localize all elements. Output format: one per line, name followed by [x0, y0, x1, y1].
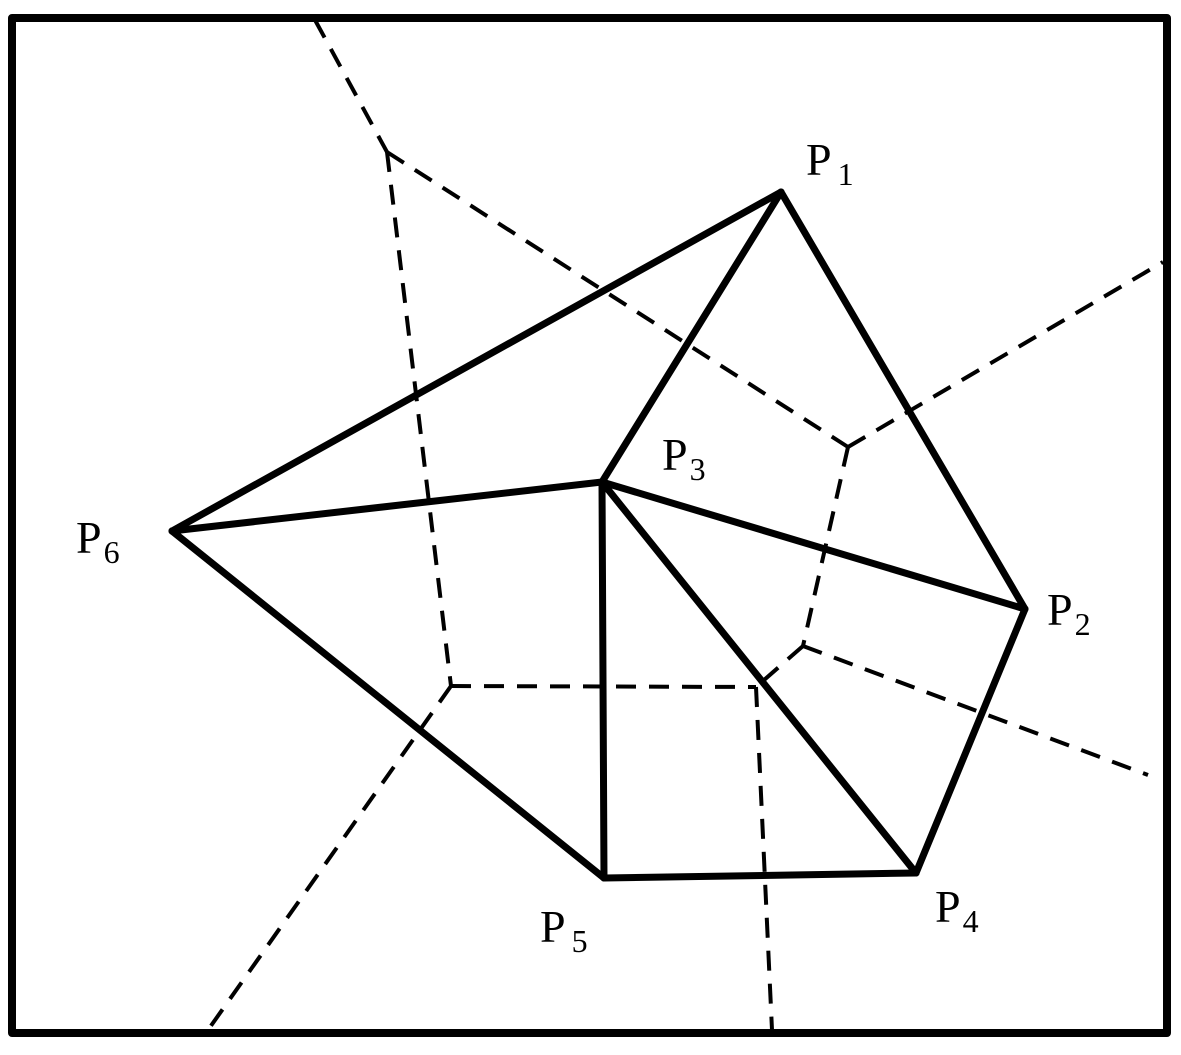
voronoi-edge [385, 150, 850, 449]
edge-p2-p4 [912, 605, 1029, 877]
label-p4: P4 [935, 881, 979, 939]
voronoi-edge [846, 260, 1165, 449]
voronoi-edge [450, 684, 757, 689]
label-p3: P3 [662, 429, 706, 487]
edge-p4-p5 [600, 869, 920, 882]
edge-p3-p5 [598, 478, 608, 882]
edge-p1-p6 [168, 188, 785, 535]
edge-p3-p4 [598, 478, 920, 877]
label-p6: P6 [76, 512, 120, 570]
voronoi-edge [385, 151, 453, 687]
voronoi-edge [313, 19, 389, 153]
edge-p1-p3 [598, 188, 785, 486]
voronoi-edge [802, 644, 1149, 777]
edge-p5-p6 [168, 527, 608, 882]
triangulation-edges [168, 188, 1029, 882]
edge-p1-p2 [777, 188, 1029, 613]
voronoi-edge [206, 684, 453, 1032]
label-p2: P2 [1047, 584, 1091, 642]
voronoi-edge [754, 686, 774, 1031]
edge-p3-p6 [168, 478, 606, 535]
edge-p3-p2 [598, 478, 1029, 613]
outer-frame [8, 14, 1171, 1037]
